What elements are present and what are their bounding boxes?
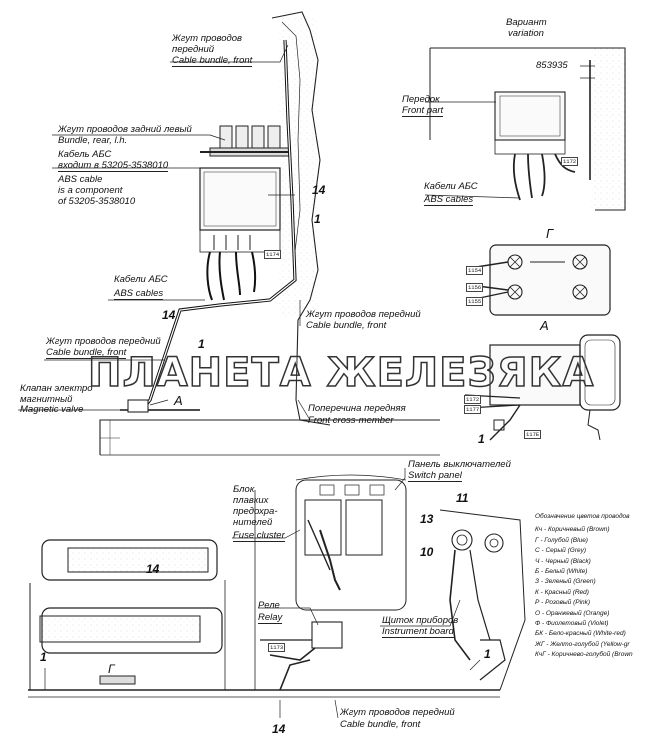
valve-en: Magnetic valve (20, 404, 84, 415)
part-853935: 853935 (536, 60, 568, 71)
wire-tag: 1177 (464, 405, 482, 414)
fuse-block-ru3: предохра- (233, 506, 278, 517)
front-bundle-bottom-en: Cable bundle, front (340, 719, 421, 730)
fuse-block-ru2: плавких (233, 495, 269, 506)
abs-module (199, 167, 281, 253)
valve-block (200, 125, 291, 157)
callout-14-bottom: 14 (272, 722, 286, 736)
wire-tag: 1154 (466, 266, 484, 275)
wire-tag: 1156 (466, 283, 484, 292)
callout-14-mid: 14 (162, 308, 176, 322)
callout-1-right: 1 (478, 432, 485, 446)
wire-tag: 1172 (561, 157, 579, 166)
front-bundle-bottom-ru: Жгут проводов передний (340, 707, 455, 718)
abs-cables-ru: Кабели АБС (114, 274, 168, 285)
legend-item: Г - Голубой (Blue) (535, 536, 588, 544)
dashboard-lower (28, 490, 500, 698)
instrument-en: Instrument board (382, 626, 454, 638)
relay-ru: Реле (258, 600, 280, 611)
legend-item: Б - Белый (White) (535, 568, 588, 576)
legend-item: С - Серый (Grey) (535, 547, 587, 555)
watermark-text: ПЛАНЕТА ЖЕЛЕЗЯКА (87, 349, 595, 397)
rear-bundle-ru: Жгут проводов задний левый (58, 124, 192, 135)
legend-item: К - Красный (Red) (535, 588, 589, 596)
legend-item: Р - Розовый (Pink) (535, 599, 591, 607)
callout-1-mid: 1 (198, 337, 205, 351)
wire-tag: 1155 (466, 297, 484, 306)
view-a-title: А (540, 318, 549, 333)
leader-lines-main (18, 44, 311, 421)
abs-cable-en3: of 53205-3538010 (58, 196, 136, 207)
view-g-detail (469, 244, 611, 316)
switch-panel-assembly (295, 474, 407, 611)
wire-tag: 117Е (524, 430, 542, 439)
front-bundle-mid-ru: Жгут проводов передний (306, 309, 421, 320)
front-bundle-top-ru: Жгут проводов (172, 33, 243, 44)
wire-color-legend: Обозначение цветов проводов Кч - Коричне… (535, 512, 670, 661)
relay-unit (260, 621, 343, 691)
wire-tag: 1172 (464, 395, 482, 404)
rear-bundle-en: Bundle, rear, l.h. (58, 135, 128, 146)
front-bundle-top-en: Cable bundle, front (172, 55, 253, 67)
abs-cable-ru2: входит в 53205-3538010 (58, 160, 169, 172)
fuse-block-en: Fuse cluster (233, 530, 285, 542)
abs-cable-en2: is a component (58, 185, 123, 196)
leader-lines-bottom (44, 468, 481, 719)
crossmember-ru: Поперечина передняя (308, 403, 406, 414)
fuse-block-ru4: нителей (233, 517, 273, 528)
abs-cable-ru: Кабель АБС (58, 149, 112, 160)
callout-14-top: 14 (312, 183, 326, 197)
cable-bundles-main (120, 39, 297, 413)
switch-panel-en: Switch panel (408, 470, 462, 482)
legend-item: О - Оранжевый (Orange) (535, 609, 610, 617)
front-bundle-left-ru: Жгут проводов передний (46, 336, 161, 347)
peredok-ru: Передок (402, 94, 440, 105)
wire-tag: 1173 (268, 643, 286, 652)
abs-cables-right-ru: Кабели АБС (424, 181, 478, 192)
variant-en: variation (508, 28, 544, 39)
fuse-block-ru: Блок (233, 484, 255, 495)
front-bundle-top-ru2: передний (172, 44, 215, 55)
wire-tag: 1174 (264, 250, 282, 259)
front-part-en: Front part (402, 105, 444, 117)
callout-1-top: 1 (314, 212, 321, 226)
view-g-title: Г (546, 226, 554, 241)
callout-11: 11 (456, 491, 469, 505)
abs-cables-en: ABS cables (114, 288, 164, 300)
instrument-board (439, 509, 526, 691)
abs-cable-en: ABS cable (58, 174, 103, 185)
front-bundle-mid-en: Cable bundle, front (306, 320, 387, 331)
valve-ru: Клапан электро (20, 383, 93, 394)
callout-1-bottom-right: 1 (484, 647, 491, 661)
switch-panel-ru: Панель выключателей (408, 459, 511, 470)
view-g-arrow-label: Г (108, 662, 115, 676)
callout-13: 13 (420, 512, 434, 526)
variant-view (424, 47, 626, 211)
valve-ru2: магнитный (20, 394, 73, 405)
variant-ru: Вариант (506, 17, 547, 28)
callout-1-left: 1 (40, 650, 47, 664)
legend-item: З - Зеленый (Green) (535, 578, 596, 586)
callout-10: 10 (420, 545, 434, 559)
instrument-ru: Щиток приборов (382, 615, 459, 626)
view-a-detail (464, 334, 621, 441)
legend-item: Ч - Черный (Black) (535, 557, 591, 565)
legend-title: Обозначение цветов проводов (535, 513, 630, 520)
legend-item: БК - Бело-красный (White-red) (535, 630, 626, 638)
callout-14-left: 14 (146, 562, 160, 576)
view-a-arrow-label: А (174, 393, 183, 408)
legend-item: КчГ - Коричнево-голубой (Brown (535, 651, 633, 659)
legend-item: ЖГ - Желто-голубой (Yellow-gr (535, 640, 630, 648)
relay-en: Relay (258, 612, 283, 624)
abs-cables-right-en: ABS cables (424, 194, 474, 206)
legend-item: Ф - Фиолетовый (Violet) (535, 620, 609, 628)
legend-item: Кч - Коричневый (Brown) (535, 526, 610, 534)
front-bundle-left-en: Cable bundle, front (46, 347, 127, 359)
crossmember-en: Front cross-member (308, 415, 394, 426)
